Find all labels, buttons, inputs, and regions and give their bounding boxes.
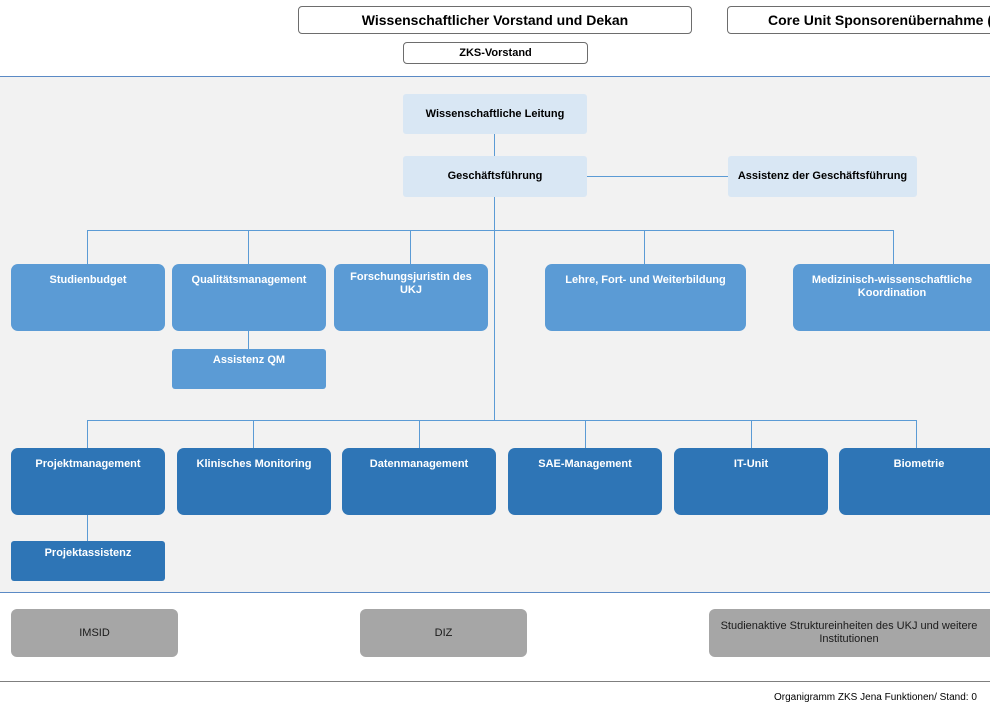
function-box-koordination: Medizinisch-wissenschaftliche Koordinati… — [793, 264, 990, 331]
connector-studienbudget — [87, 230, 88, 264]
institution-box-diz: DIZ — [360, 609, 527, 657]
connector-projektassistenz — [87, 515, 88, 541]
unit-box-sae-management: SAE-Management — [508, 448, 662, 515]
scientific-lead-box: Wissenschaftliche Leitung — [403, 94, 587, 134]
management-assistant-box: Assistenz der Geschäftsführung — [728, 156, 917, 197]
function-box-assistenz-qm: Assistenz QM — [172, 349, 326, 389]
unit-box-it-unit: IT-Unit — [674, 448, 828, 515]
unit-box-biometrie: Biometrie — [839, 448, 990, 515]
connector-management-assistant — [587, 176, 728, 177]
unit-box-datenmanagement: Datenmanagement — [342, 448, 496, 515]
connector-koordination — [893, 230, 894, 264]
institution-box-imsid: IMSID — [11, 609, 178, 657]
connector-qm-assistant — [248, 331, 249, 349]
zks-board-box: ZKS-Vorstand — [403, 42, 588, 64]
connector-operations-bus — [87, 420, 917, 421]
panel-top-divider — [0, 76, 990, 77]
panel-bottom-divider — [0, 592, 990, 593]
connector-qm — [248, 230, 249, 264]
unit-box-projektmanagement: Projektmanagement — [11, 448, 165, 515]
connector-projektmanagement — [87, 420, 88, 448]
unit-box-klinisches-monitoring: Klinisches Monitoring — [177, 448, 331, 515]
connector-it — [751, 420, 752, 448]
institution-box-strukturen: Studienaktive Struktureinheiten des UKJ … — [709, 609, 990, 657]
footer-divider — [0, 681, 990, 682]
connector-monitoring — [253, 420, 254, 448]
function-box-studienbudget: Studienbudget — [11, 264, 165, 331]
connector-lehre — [644, 230, 645, 264]
connector-forschung — [410, 230, 411, 264]
connector-functions-bus — [87, 230, 894, 231]
connector-lead-management — [494, 134, 495, 156]
function-box-qualitaetsmanagement: Qualitätsmanagement — [172, 264, 326, 331]
footer-caption: Organigramm ZKS Jena Funktionen/ Stand: … — [774, 692, 977, 703]
function-box-forschungsjuristin: Forschungsjuristin des UKJ — [334, 264, 488, 331]
core-unit-box: Core Unit Sponsorenübernahme (CU — [727, 6, 990, 34]
board-box: Wissenschaftlicher Vorstand und Dekan — [298, 6, 692, 34]
connector-sae — [585, 420, 586, 448]
unit-box-projektassistenz: Projektassistenz — [11, 541, 165, 581]
connector-trunk — [494, 197, 495, 420]
function-box-lehre: Lehre, Fort- und Weiterbildung — [545, 264, 746, 331]
management-box: Geschäftsführung — [403, 156, 587, 197]
connector-biometrie — [916, 420, 917, 448]
connector-datenmanagement — [419, 420, 420, 448]
